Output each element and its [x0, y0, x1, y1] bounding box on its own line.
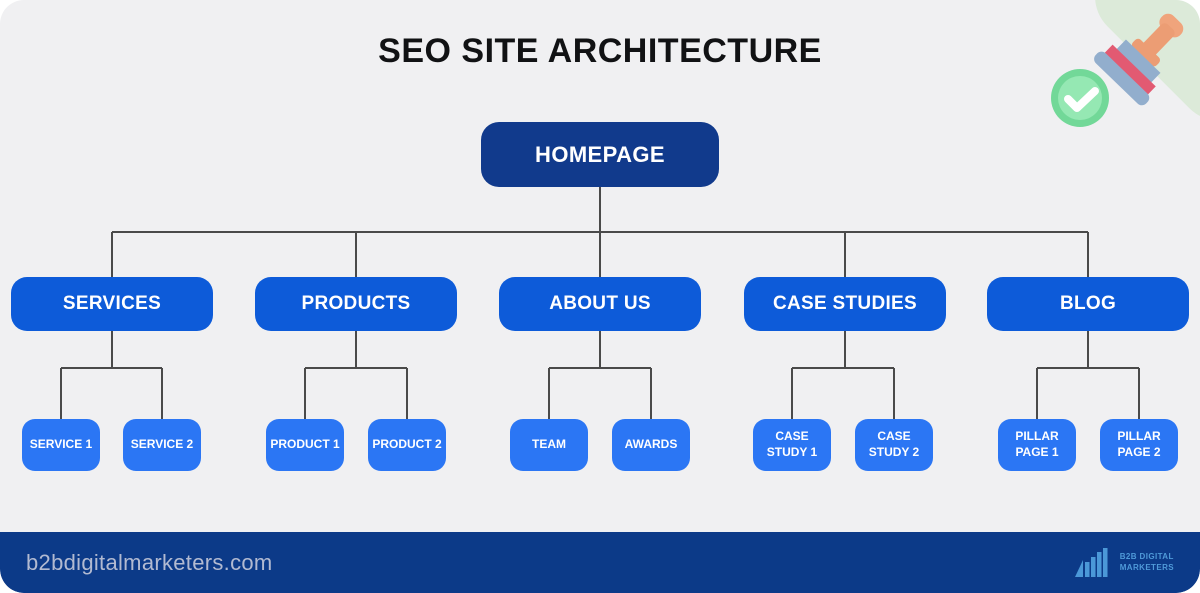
node-about-us: ABOUT US: [499, 277, 701, 331]
node-service-2: SERVICE 2: [123, 419, 201, 471]
ascending-bars-chart-icon: [1074, 547, 1108, 577]
logo-text-line2: MARKETERS: [1119, 562, 1174, 572]
node-product-2: PRODUCT 2: [368, 419, 446, 471]
node-awards: AWARDS: [612, 419, 690, 471]
b2b-digital-marketers-logo: B2B DIGITAL MARKETERS: [1074, 547, 1174, 579]
stamp-body-icon: [1094, 13, 1184, 106]
node-case-study-2: CASE STUDY 2: [855, 419, 933, 471]
node-pillar-page-1: PILLAR PAGE 1: [998, 419, 1076, 471]
website-text: b2bdigitalmarketers.com: [26, 549, 273, 575]
node-team: TEAM: [510, 419, 588, 471]
node-case-study-1: CASE STUDY 1: [753, 419, 831, 471]
footer-bar: b2bdigitalmarketers.com B2B DIGITAL MARK…: [0, 532, 1200, 593]
node-blog: BLOG: [987, 277, 1189, 331]
page-title: SEO SITE ARCHITECTURE: [378, 32, 822, 70]
logo-text: B2B DIGITAL MARKETERS: [1120, 552, 1174, 574]
node-services: SERVICES: [11, 277, 213, 331]
node-service-1: SERVICE 1: [22, 419, 100, 471]
node-pillar-page-2: PILLAR PAGE 2: [1100, 419, 1178, 471]
logo-text-line1: B2B DIGITAL: [1119, 551, 1174, 561]
checkmark-badge-icon: [1051, 69, 1109, 127]
node-products: PRODUCTS: [255, 277, 457, 331]
node-case-studies: CASE STUDIES: [744, 277, 946, 331]
node-product-1: PRODUCT 1: [266, 419, 344, 471]
approval-stamp-icon: [1051, 0, 1200, 127]
node-homepage: HOMEPAGE: [481, 122, 719, 187]
